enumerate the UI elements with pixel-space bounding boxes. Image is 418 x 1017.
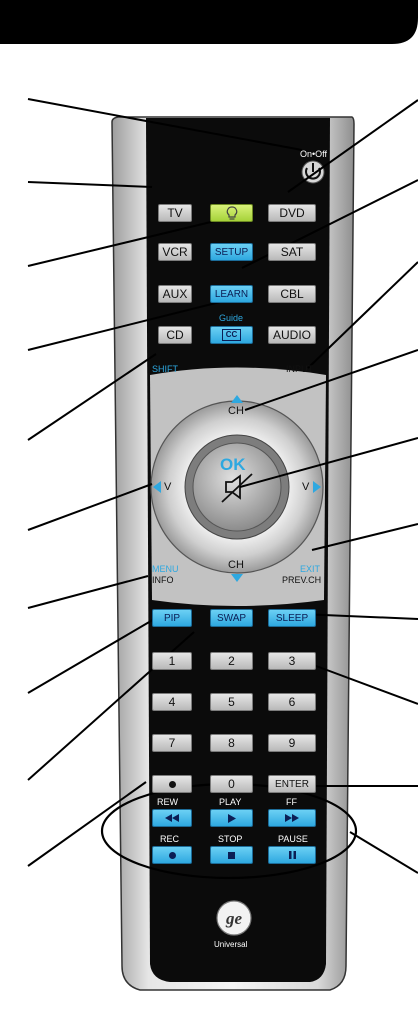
light-button[interactable]	[210, 204, 253, 222]
svg-text:ge: ge	[225, 909, 243, 928]
pip-button[interactable]: PIP	[152, 609, 192, 627]
vol-right-label[interactable]: V	[302, 481, 310, 493]
cd-button[interactable]: CD	[158, 326, 192, 344]
shift-label: SHIFT	[152, 364, 178, 374]
digit-4-button[interactable]: 4	[152, 693, 192, 711]
vol-left-label[interactable]: V	[164, 481, 172, 493]
stop-button[interactable]	[210, 846, 253, 864]
swap-button[interactable]: SWAP	[210, 609, 253, 627]
stop-icon	[228, 851, 235, 859]
digit-1-button[interactable]: 1	[152, 652, 192, 670]
brand-text: Universal	[214, 940, 248, 949]
callout-lines-left	[27, 98, 303, 867]
cc-icon: CC	[221, 329, 242, 341]
record-icon	[168, 851, 176, 859]
power-label: On•Off	[300, 149, 327, 159]
enter-button[interactable]: ENTER	[268, 775, 316, 793]
ch-up-label[interactable]: CH	[228, 405, 244, 417]
header-bar	[0, 0, 418, 44]
digit-9-button[interactable]: 9	[268, 734, 316, 752]
setup-button[interactable]: SETUP	[210, 243, 253, 261]
digit-0-button[interactable]: 0	[210, 775, 253, 793]
exit-label[interactable]: EXIT	[300, 564, 321, 574]
ff-button[interactable]	[268, 809, 316, 827]
play-button[interactable]	[210, 809, 253, 827]
input-label: INPUT	[286, 364, 313, 374]
sat-button[interactable]: SAT	[268, 243, 316, 261]
digit-7-button[interactable]: 7	[152, 734, 192, 752]
dot-icon	[168, 780, 176, 788]
vol-left-arrow	[153, 481, 161, 493]
pause-icon	[288, 851, 296, 859]
play-label: PLAY	[219, 797, 242, 807]
digit-3-button[interactable]: 3	[268, 652, 316, 670]
digit-6-button[interactable]: 6	[268, 693, 316, 711]
audio-button[interactable]: AUDIO	[268, 326, 316, 344]
aux-button[interactable]: AUX	[158, 285, 192, 303]
menu-label[interactable]: MENU	[152, 564, 179, 574]
stop-label: STOP	[218, 834, 243, 844]
dot-button[interactable]	[152, 775, 192, 793]
lightbulb-icon	[226, 206, 237, 220]
ch-down-arrow	[231, 574, 243, 582]
ch-down-label[interactable]: CH	[228, 559, 244, 571]
mute-icon	[221, 473, 253, 503]
digit-5-button[interactable]: 5	[210, 693, 253, 711]
ff-label: FF	[286, 797, 297, 807]
vcr-button[interactable]: VCR	[158, 243, 192, 261]
ge-logo-icon	[216, 900, 252, 936]
rewind-icon	[165, 814, 179, 822]
rew-button[interactable]	[152, 809, 192, 827]
callout-lines-right	[239, 99, 418, 874]
digit-8-button[interactable]: 8	[210, 734, 253, 752]
guide-label: Guide	[219, 313, 244, 323]
cc-button[interactable]: CC	[210, 326, 253, 344]
rec-label: REC	[160, 834, 180, 844]
info-label[interactable]: INFO	[152, 575, 174, 585]
digit-2-button[interactable]: 2	[210, 652, 253, 670]
prevch-label[interactable]: PREV.CH	[282, 575, 322, 585]
pause-button[interactable]	[268, 846, 316, 864]
tv-button[interactable]: TV	[158, 204, 192, 222]
fast-forward-icon	[285, 814, 299, 822]
sleep-button[interactable]: SLEEP	[268, 609, 316, 627]
learn-button[interactable]: LEARN	[210, 285, 253, 303]
vol-right-arrow	[313, 481, 321, 493]
rew-label: REW	[157, 797, 178, 807]
dvd-button[interactable]: DVD	[268, 204, 316, 222]
rec-button[interactable]	[152, 846, 192, 864]
ok-label[interactable]: OK	[220, 455, 246, 474]
cbl-button[interactable]: CBL	[268, 285, 316, 303]
ch-up-arrow	[231, 395, 243, 403]
pause-label: PAUSE	[278, 834, 308, 844]
play-icon	[227, 813, 236, 823]
